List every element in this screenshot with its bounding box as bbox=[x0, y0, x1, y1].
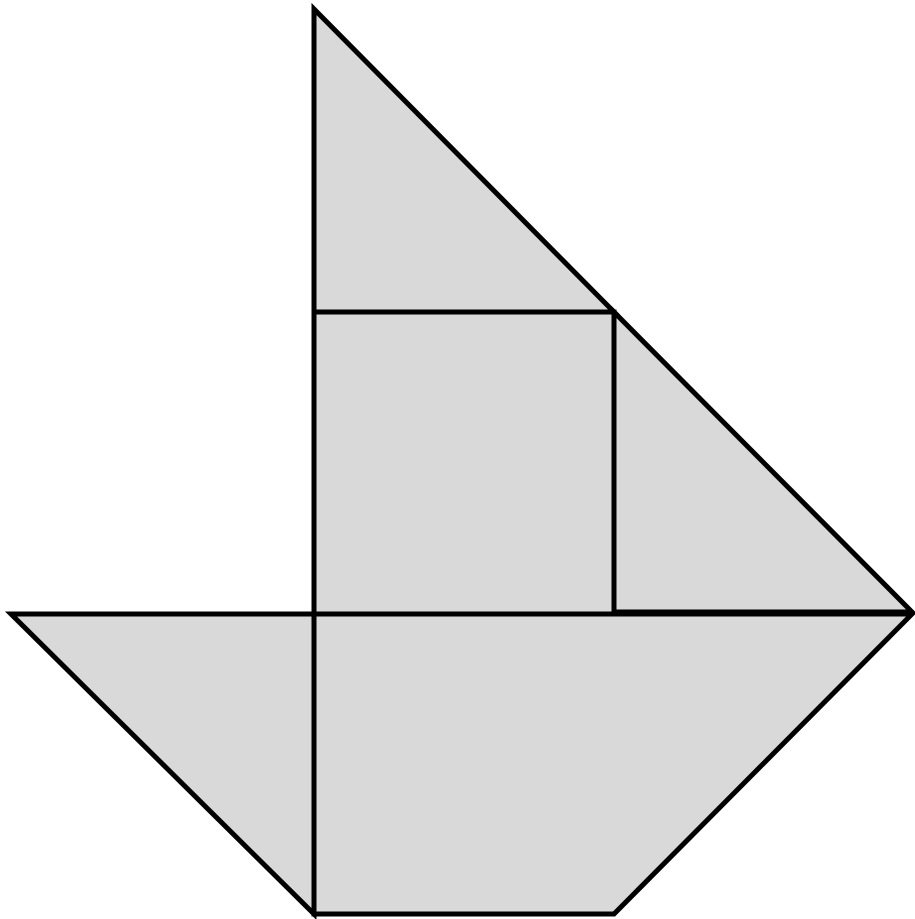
hull bbox=[11, 614, 912, 914]
hull-trapezoid bbox=[314, 614, 912, 914]
hull-left-triangle bbox=[11, 614, 314, 914]
sail-top-triangle bbox=[314, 9, 614, 312]
sail-square bbox=[314, 312, 614, 614]
sail bbox=[314, 9, 912, 614]
sail-right-triangle bbox=[614, 312, 912, 612]
